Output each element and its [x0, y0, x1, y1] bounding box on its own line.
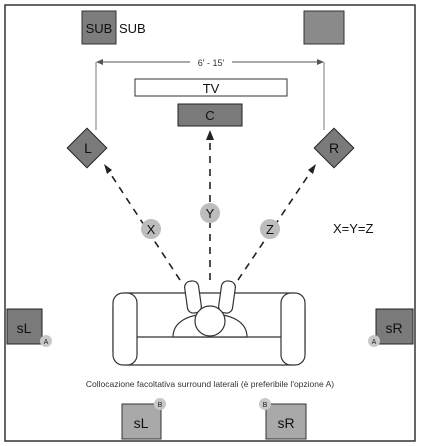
- speaker-center: [177, 103, 243, 127]
- marker-z: [260, 219, 280, 239]
- subwoofer-left-label: SUB: [86, 21, 113, 36]
- marker-y-label: Y: [206, 206, 215, 221]
- option-badge-a-right: [368, 335, 380, 347]
- option-badge-a-right-label: A: [372, 339, 377, 346]
- speaker-surround-left-a-label: sL: [17, 320, 32, 336]
- listener-figure: [172, 280, 248, 338]
- option-badge-b-right-label: B: [263, 402, 268, 409]
- marker-z-label: Z: [266, 222, 274, 237]
- tv-screen: [134, 78, 288, 97]
- subwoofer-extra-label: SUB: [119, 21, 146, 36]
- speaker-surround-right-b-label: sR: [277, 415, 294, 431]
- sightline-center-arrow: [206, 130, 214, 140]
- subwoofer-right: [303, 10, 345, 45]
- distance-arrow-right: [317, 59, 324, 65]
- option-badge-a-left: [40, 335, 52, 347]
- marker-x: [141, 219, 161, 239]
- speaker-surround-left-b: [121, 403, 162, 440]
- sightline-left-arrow: [104, 164, 112, 174]
- caption: Collocazione facoltativa surround latera…: [86, 379, 334, 389]
- tv-label: TV: [203, 81, 220, 96]
- subwoofer-left: [81, 10, 117, 45]
- speaker-front-right-label: R: [329, 140, 339, 156]
- equation-label: X=Y=Z: [333, 221, 374, 236]
- marker-y: [200, 203, 220, 223]
- speaker-surround-left-a: [6, 308, 43, 345]
- speaker-front-left-label: L: [84, 140, 92, 156]
- distance-label: 6' - 15': [198, 58, 225, 68]
- marker-x-label: X: [147, 222, 156, 237]
- speaker-front-right: [313, 127, 355, 169]
- distance-label-bg: [190, 55, 232, 69]
- option-badge-a-left-label: A: [44, 339, 49, 346]
- speaker-front-left: [66, 127, 108, 169]
- speaker-surround-right-a-label: sR: [385, 320, 402, 336]
- option-badge-b-left-label: B: [158, 402, 163, 409]
- speaker-surround-right-b: [265, 403, 307, 440]
- speaker-surround-right-a: [375, 308, 414, 345]
- sightline-right-arrow: [308, 164, 316, 174]
- option-badge-b-right: [259, 398, 271, 410]
- speaker-surround-left-b-label: sL: [134, 415, 149, 431]
- speaker-center-label: C: [205, 108, 214, 123]
- option-badge-b-left: [154, 398, 166, 410]
- distance-arrow-left: [96, 59, 103, 65]
